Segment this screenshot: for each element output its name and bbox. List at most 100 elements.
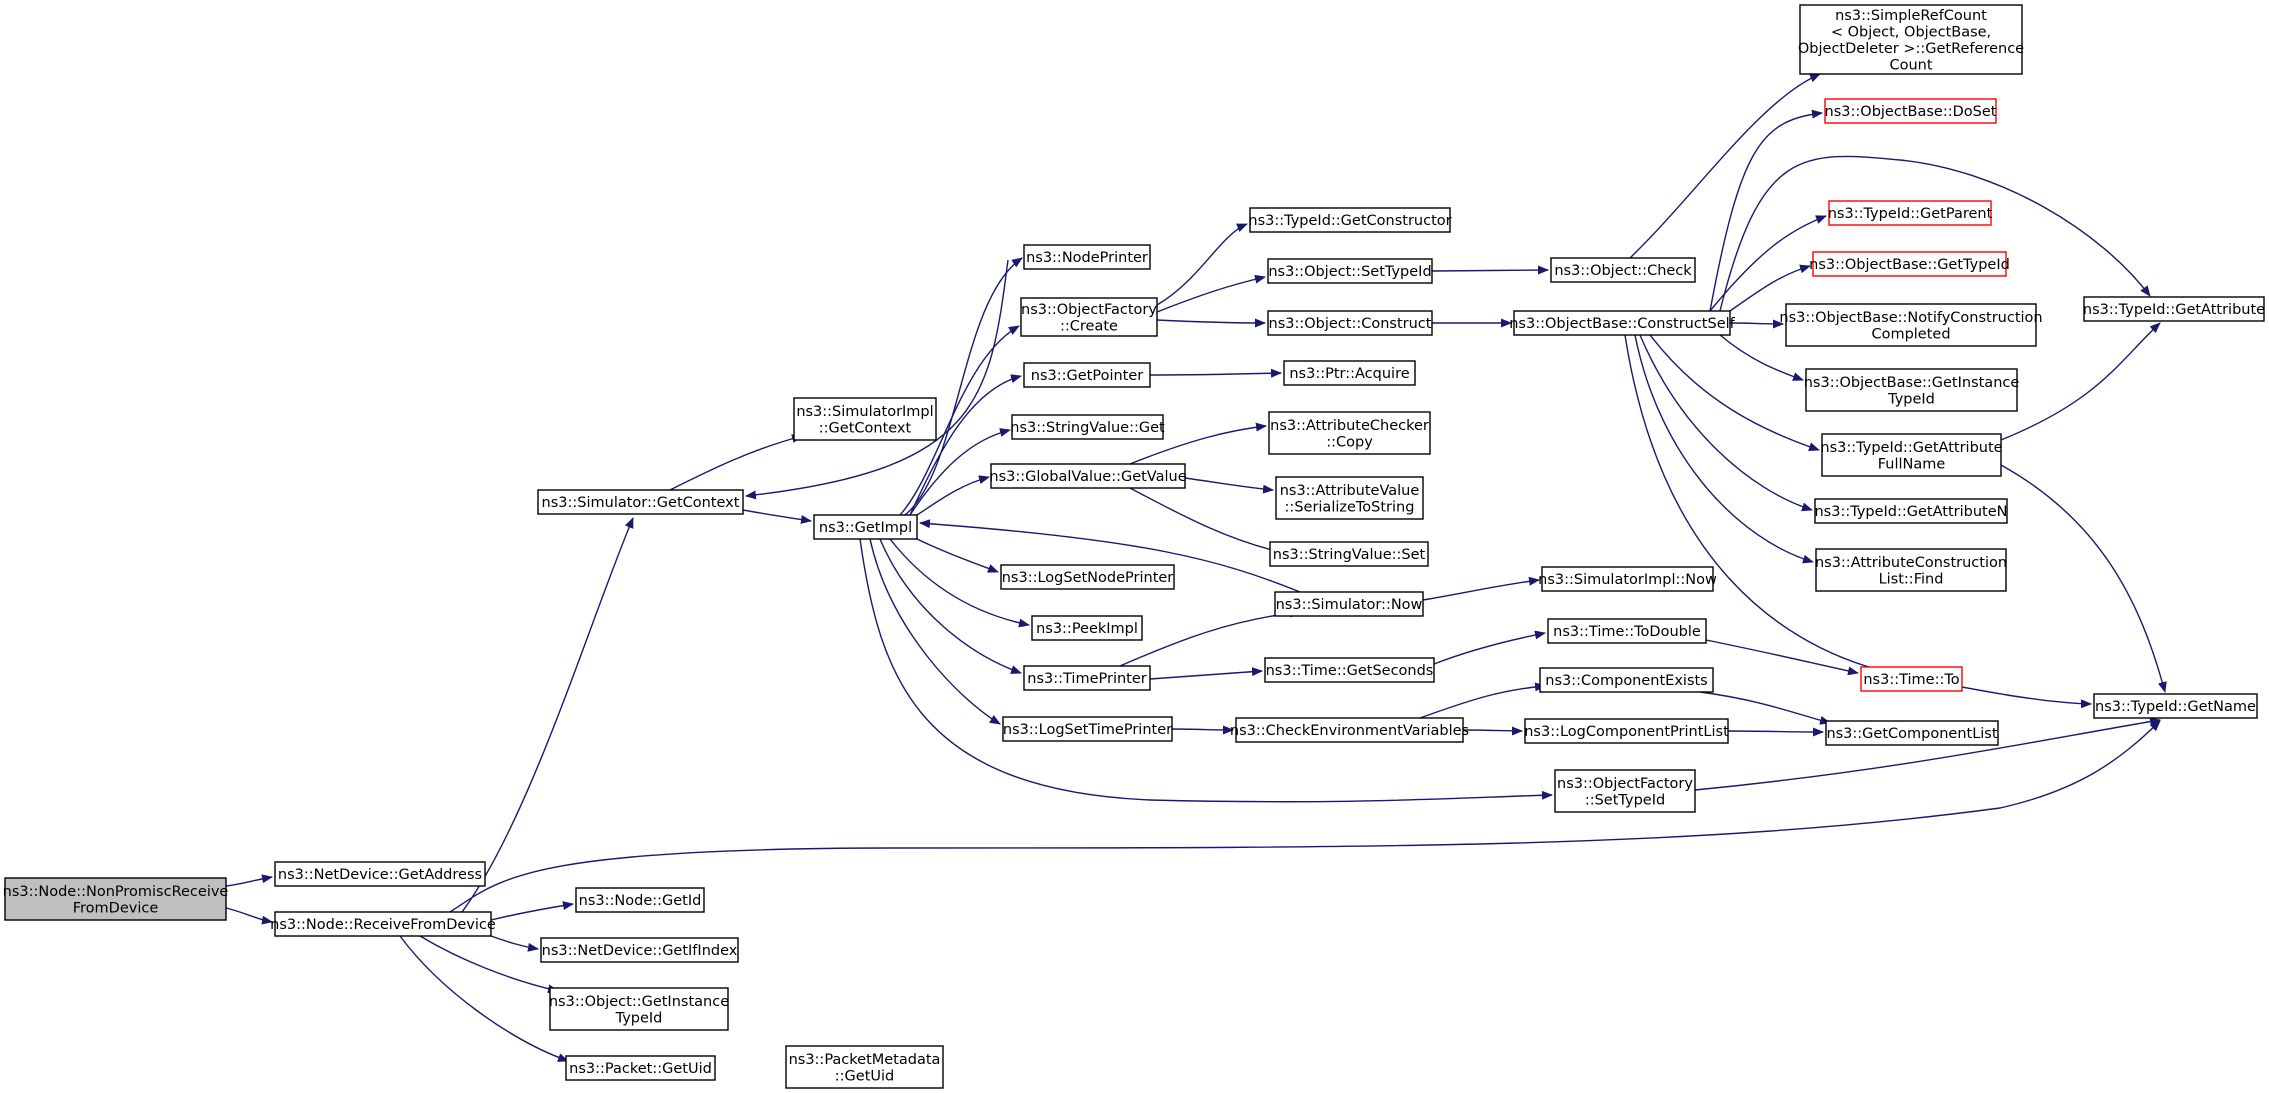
node-node-getid[interactable]: ns3::Node::GetId [575,887,705,913]
node-time-getseconds[interactable]: ns3::Time::GetSeconds [1264,657,1435,683]
node-typeid-getname[interactable]: ns3::TypeId::GetName [2093,693,2258,719]
node-sim-getcontext[interactable]: ns3::Simulator::GetContext [537,489,744,515]
node-label-line: ::Copy [1326,434,1373,450]
node-simimpl-now[interactable]: ns3::SimulatorImpl::Now [1538,566,1717,592]
node-object-construct[interactable]: ns3::Object::Construct [1267,310,1433,336]
node-checkenv[interactable]: ns3::CheckEnvironmentVariables [1230,717,1469,743]
edge-objbase_constructself-to-typeid_getattributen [1639,334,1813,512]
edge-timeprinter-to-time_getseconds [1149,667,1263,680]
node-simplerefcount[interactable]: ns3::SimpleRefCount< Object, ObjectBase,… [1798,4,2024,75]
edge-objfactory_settypeid-to-typeid_getname [1694,717,2161,791]
node-attrchecker-copy[interactable]: ns3::AttributeChecker::Copy [1268,411,1431,455]
node-box [274,911,492,937]
node-label-line: ns3::SimulatorImpl::Now [1538,572,1717,588]
node-simulator-now[interactable]: ns3::Simulator::Now [1274,591,1424,617]
node-getcomponentlist[interactable]: ns3::GetComponentList [1825,720,1999,746]
node-box [1264,657,1435,683]
node-globalvalue-getvalue[interactable]: ns3::GlobalValue::GetValue [989,463,1187,489]
node-timeprinter[interactable]: ns3::TimePrinter [1023,665,1151,691]
node-peekimpl[interactable]: ns3::PeekImpl [1031,615,1143,641]
node-nodeprinter[interactable]: ns3::NodePrinter [1023,244,1151,270]
node-packet-getuid[interactable]: ns3::Packet::GetUid [565,1055,716,1081]
node-typeid-getconstructor[interactable]: ns3::TypeId::GetConstructor [1248,207,1452,233]
edge-objfactory_create-to-object_construct [1156,318,1266,328]
edge-componentexists-to-getcomponentlist [1699,691,1831,725]
node-logsettimeprinter[interactable]: ns3::LogSetTimePrinter [1002,716,1173,742]
node-node-receive[interactable]: ns3::Node::ReceiveFromDevice [270,911,496,937]
edge-objbase_constructself-to-objbase_doset [1709,109,1823,312]
node-label-line: ns3::TypeId::GetConstructor [1248,213,1451,229]
node-label-line: ObjectDeleter >::GetReference [1798,41,2024,57]
edge-getimpl-to-objfactory_settypeid [859,538,1553,803]
node-objbase-constructself[interactable]: ns3::ObjectBase::ConstructSelf [1509,310,1736,336]
node-attrvalue-serialize[interactable]: ns3::AttributeValue::SerializeToString [1275,476,1424,520]
node-box [1825,720,1999,746]
node-label-line: ns3::ObjectBase::ConstructSelf [1509,316,1735,332]
node-label-line: ns3::Object::Construct [1269,316,1432,332]
node-logcomponentprintlist[interactable]: ns3::LogComponentPrintList [1524,718,1729,744]
node-object-settypeid[interactable]: ns3::Object::SetTypeId [1267,258,1433,284]
edge-objbase_constructself-to-objbase_getinstancetypeid [1719,334,1804,381]
node-object-check[interactable]: ns3::Object::Check [1550,257,1696,283]
node-stringvalue-get[interactable]: ns3::StringValue::Get [1010,414,1165,440]
node-objbase-gettypeid[interactable]: ns3::ObjectBase::GetTypeId [1809,251,2010,277]
node-box [1268,411,1431,455]
edge-getimpl-to-nodeprinter [904,257,1023,516]
node-label-line: ns3::Node::ReceiveFromDevice [270,917,496,933]
node-typeid-getattribute[interactable]: ns3::TypeId::GetAttribute [2083,296,2265,322]
node-label-line: ns3::StringValue::Set [1273,547,1426,563]
node-label-line: List::Find [1879,571,1944,587]
node-box [1267,258,1433,284]
node-objfactory-settypeid[interactable]: ns3::ObjectFactory::SetTypeId [1554,769,1696,813]
node-getpointer[interactable]: ns3::GetPointer [1023,362,1151,388]
node-label-line: ns3::Time::ToDouble [1553,624,1701,640]
node-netdev-getaddress[interactable]: ns3::NetDevice::GetAddress [274,861,486,887]
node-box [1550,257,1696,283]
node-label-line: ns3::ObjectFactory [1557,776,1693,792]
node-objbase-notify[interactable]: ns3::ObjectBase::NotifyConstructionCompl… [1779,303,2043,347]
node-packetmeta-getuid[interactable]: ns3::PacketMetadata::GetUid [785,1045,944,1089]
node-getimpl[interactable]: ns3::GetImpl [813,514,918,540]
node-time-to[interactable]: ns3::Time::To [1860,666,1963,692]
node-label-line: ns3::PeekImpl [1036,621,1138,637]
node-label-line: ns3::GetImpl [819,520,912,536]
node-typeid-getparent[interactable]: ns3::TypeId::GetParent [1828,200,1993,226]
edge-getpointer-to-ptr_acquire [1149,368,1282,378]
node-label-line: ns3::Time::GetSeconds [1266,663,1434,679]
node-label-line: ns3::ObjectBase::GetTypeId [1809,257,2010,273]
node-time-todouble[interactable]: ns3::Time::ToDouble [1547,618,1707,644]
node-stringvalue-set[interactable]: ns3::StringValue::Set [1269,541,1429,567]
node-objfactory-create[interactable]: ns3::ObjectFactory::Create [1020,297,1158,337]
node-label-line: ::GetContext [819,420,912,436]
edge-globalvalue_getvalue-to-attrchecker_copy [1129,422,1267,465]
node-netdev-getifindex[interactable]: ns3::NetDevice::GetIfIndex [540,937,739,963]
node-box [793,397,937,441]
call-nodes: ns3::Node::NonPromiscReceiveFromDevicens… [3,4,2265,1089]
edge-getimpl-to-stringvalue_get [909,428,1011,516]
edge-logsettimeprinter-to-checkenv [1171,725,1234,735]
node-box [1814,498,2008,524]
node-objbase-doset[interactable]: ns3::ObjectBase::DoSet [1824,98,1997,124]
node-label-line: Count [1889,57,1932,73]
edge-globalvalue_getvalue-to-stringvalue_set [1129,487,1281,555]
edge-objbase_constructself-to-typeid_getparent [1709,215,1827,312]
node-simimpl-getcontext[interactable]: ns3::SimulatorImpl::GetContext [793,397,937,441]
node-logsetnodeprinter[interactable]: ns3::LogSetNodePrinter [1000,564,1175,590]
node-box [1023,362,1151,388]
node-componentexists[interactable]: ns3::ComponentExists [1539,667,1714,693]
node-label-line: ns3::Simulator::GetContext [542,495,740,511]
node-label-line: ns3::TypeId::GetAttributeN [1814,504,2007,520]
node-box [1000,564,1175,590]
edge-objbase_constructself-to-typeid_getattributefullname [1649,334,1820,452]
node-ptr-acquire[interactable]: ns3::Ptr::Acquire [1283,360,1416,386]
edge-objbase_constructself-to-objbase_gettypeid [1729,264,1811,312]
edge-getimpl-to-getpointer [909,374,1022,516]
node-box [1031,615,1143,641]
node-typeid-getattributen[interactable]: ns3::TypeId::GetAttributeN [1814,498,2008,524]
node-box [565,1055,716,1081]
